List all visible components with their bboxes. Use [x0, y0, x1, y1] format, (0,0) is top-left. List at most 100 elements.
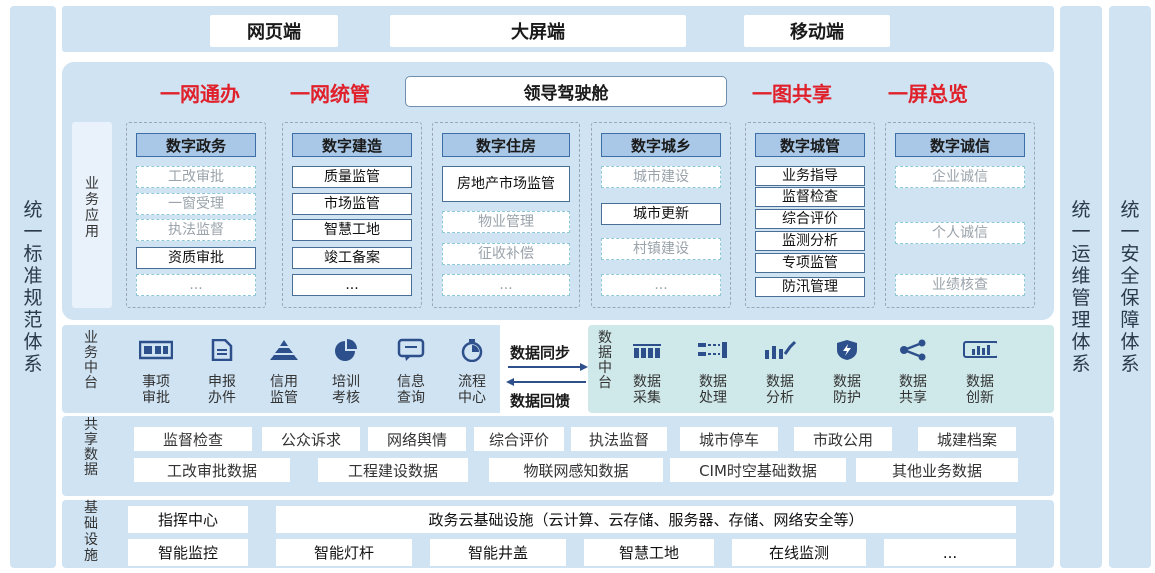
analysis-icon — [763, 339, 797, 361]
app-item: 监测分析 — [755, 231, 865, 251]
app-item: 智慧工地 — [292, 219, 412, 241]
platform-item-label: 培训考核 — [324, 374, 368, 406]
app-item: 资质审批 — [136, 247, 256, 269]
collect-icon — [630, 339, 664, 361]
right-pillar-ops — [1060, 6, 1102, 568]
app-item: ... — [136, 274, 256, 296]
app-item: ... — [442, 274, 570, 296]
platform-item-label: 数据分析 — [758, 374, 802, 406]
platform-item-label: 信息查询 — [389, 374, 433, 406]
client-web: 网页端 — [210, 15, 338, 47]
share-icon — [896, 339, 930, 361]
app-item: ... — [601, 274, 721, 296]
shared-data-item: 城市停车 — [680, 427, 778, 451]
platform-item-label: 信用监管 — [262, 374, 306, 406]
shared-data-item: 市政公用 — [794, 427, 892, 451]
shared-data-item: 工程建设数据 — [318, 458, 468, 482]
shared-data-item: 执法监督 — [571, 427, 667, 451]
app-item: 综合评价 — [755, 209, 865, 229]
platform-item-label: 申报办件 — [200, 374, 244, 406]
app-column — [745, 122, 875, 308]
column-header: 数字城乡 — [601, 133, 721, 157]
label-line2: 考核 — [332, 390, 360, 406]
label-line1: 培训 — [332, 374, 360, 390]
app-item: 一窗受理 — [136, 193, 256, 215]
app-item: 个人诚信 — [895, 222, 1025, 244]
app-column — [282, 122, 422, 308]
label-line1: 数据 — [966, 374, 994, 390]
slogan-4: 一屏总览 — [888, 82, 968, 106]
infrastructure-item: 智慧工地 — [584, 539, 714, 566]
column-header: 数字建造 — [292, 133, 412, 157]
label-line2: 采集 — [633, 390, 661, 406]
app-item: 征收补偿 — [442, 243, 570, 265]
app-column — [432, 122, 580, 308]
app-column — [885, 122, 1035, 308]
label-line2: 查询 — [397, 390, 425, 406]
label-line1: 数据 — [833, 374, 861, 390]
process-icon — [696, 339, 730, 361]
platform-item-label: 事项审批 — [134, 374, 178, 406]
infrastructure-item: 智能灯杆 — [276, 539, 412, 566]
app-item: 业绩核查 — [895, 274, 1025, 296]
business-middle-panel — [62, 325, 587, 413]
infrastructure-item: 政务云基础设施（云计算、云存储、服务器、存储、网络安全等） — [276, 506, 1016, 533]
app-item: 城市建设 — [601, 166, 721, 188]
app-item: 物业管理 — [442, 211, 570, 233]
label-line1: 信息 — [397, 374, 425, 390]
infrastructure-item: 智能监控 — [128, 539, 248, 566]
label-line1: 流程 — [458, 374, 486, 390]
app-item: 防汛管理 — [755, 277, 865, 297]
app-item: 村镇建设 — [601, 238, 721, 260]
shared-data-item: 网络舆情 — [368, 427, 466, 451]
label-line2: 办件 — [208, 390, 236, 406]
label-line1: 数据 — [699, 374, 727, 390]
business-middle-label: 业务中台 — [84, 330, 98, 391]
business-app-label: 业务应用 — [85, 176, 99, 240]
shared-data-label: 共享数据 — [84, 417, 98, 478]
label-line2: 分析 — [766, 390, 794, 406]
app-column — [591, 122, 731, 308]
platform-item-label: 数据采集 — [625, 374, 669, 406]
infrastructure-item: 在线监测 — [732, 539, 866, 566]
list-icon — [139, 339, 173, 361]
app-item: 竣工备案 — [292, 247, 412, 269]
app-item: 城市更新 — [601, 203, 721, 225]
shared-data-item: 综合评价 — [474, 427, 564, 451]
platform-item-label: 数据防护 — [825, 374, 869, 406]
innovate-icon — [963, 339, 997, 361]
column-header: 数字政务 — [136, 133, 256, 157]
app-item: 执法监督 — [136, 219, 256, 241]
app-column — [126, 122, 266, 308]
data-middle-label: 数据中台 — [598, 330, 612, 391]
label-line2: 防护 — [833, 390, 861, 406]
label-line1: 信用 — [270, 374, 298, 390]
label-line2: 审批 — [142, 390, 170, 406]
label-line2: 监管 — [270, 390, 298, 406]
sync-strip — [500, 325, 588, 413]
shared-data-item: 工改审批数据 — [134, 458, 290, 482]
shield-icon — [830, 339, 864, 361]
right-pillar-ops-label: 统一运维管理体系 — [1071, 199, 1091, 375]
slogan-3: 一图共享 — [752, 82, 832, 106]
app-item: 监督检查 — [755, 187, 865, 207]
client-bigscreen: 大屏端 — [390, 15, 686, 47]
app-item: 工改审批 — [136, 166, 256, 188]
label-line1: 数据 — [899, 374, 927, 390]
label-line2: 中心 — [458, 390, 486, 406]
cockpit-box: 领导驾驶舱 — [405, 76, 727, 107]
shared-data-item: 城建档案 — [918, 427, 1016, 451]
right-pillar-security-label: 统一安全保障体系 — [1120, 199, 1140, 375]
platform-item-label: 流程中心 — [450, 374, 494, 406]
column-header: 数字诚信 — [895, 133, 1025, 157]
label-line1: 申报 — [208, 374, 236, 390]
shared-data-item: 其他业务数据 — [856, 458, 1018, 482]
business-label-box — [72, 122, 112, 308]
sync-back-arrow — [506, 378, 586, 386]
slogan-1: 一网通办 — [160, 82, 240, 106]
shared-data-item: CIM时空基础数据 — [670, 458, 846, 482]
pie-chart-icon — [329, 339, 363, 361]
left-pillar — [10, 6, 56, 568]
label-line2: 处理 — [699, 390, 727, 406]
app-item: 市场监管 — [292, 193, 412, 215]
